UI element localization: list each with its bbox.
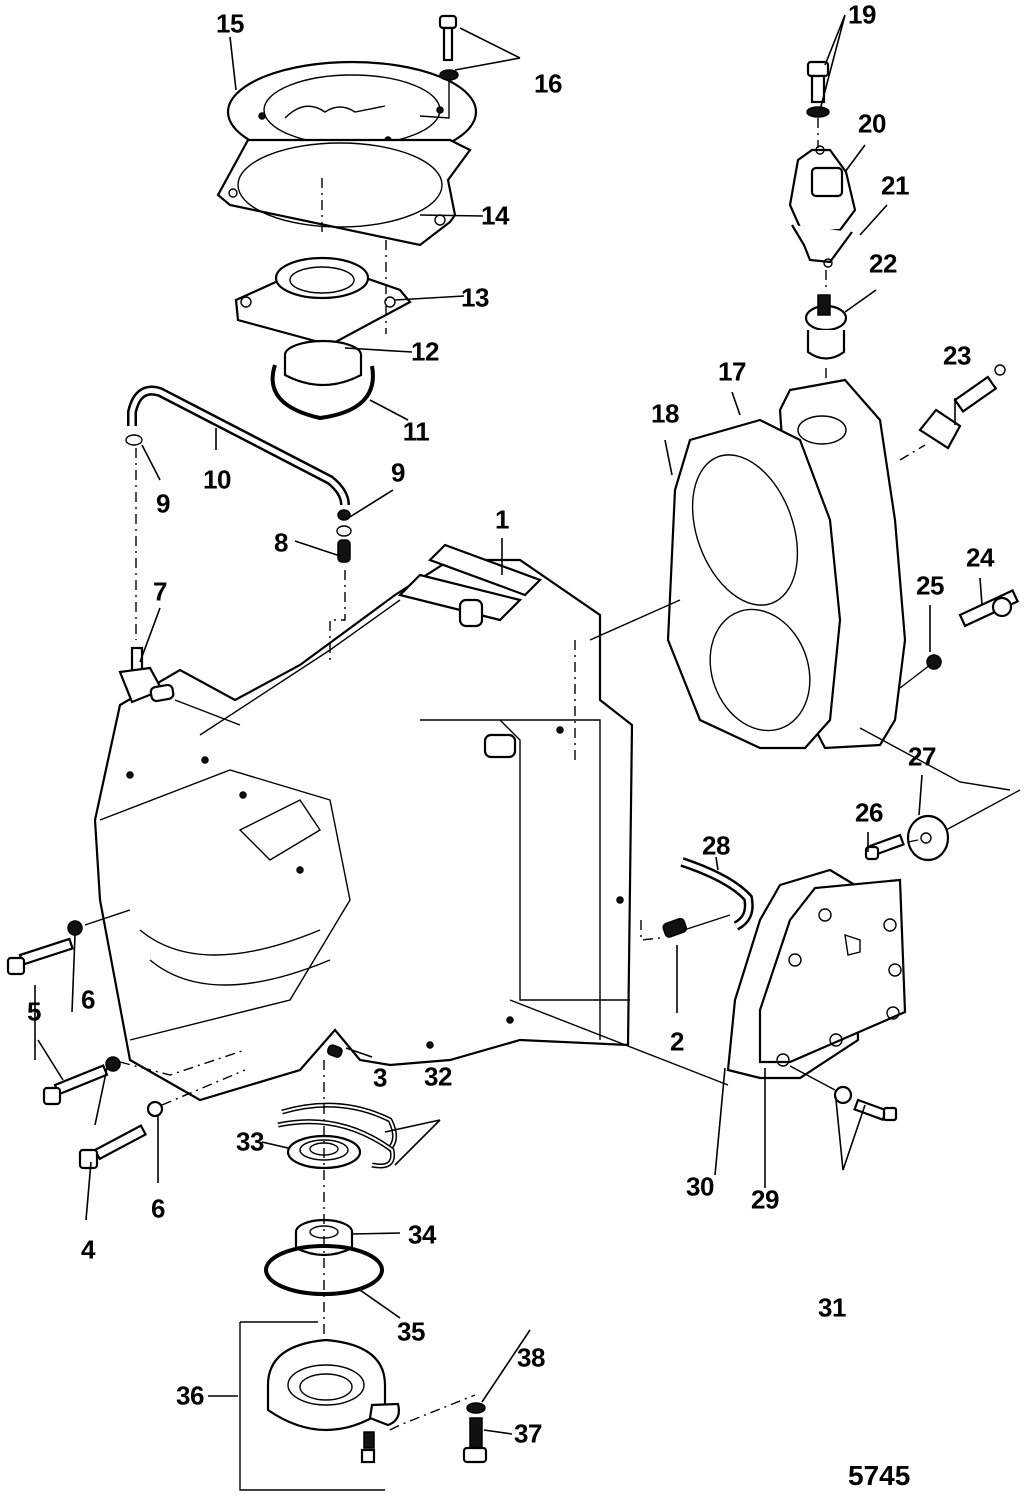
part-28-hose <box>680 857 754 931</box>
callout-38: 38 <box>517 1342 545 1373</box>
callout-4: 4 <box>81 1234 95 1265</box>
part-6-washer-lower <box>146 1100 164 1118</box>
callout-31: 31 <box>818 1292 846 1323</box>
part-38-washer <box>466 1402 486 1414</box>
callout-13: 13 <box>461 282 489 313</box>
callout-5-upper: 5 <box>27 996 41 1027</box>
part-1-cylinder-block <box>93 543 634 1102</box>
part-36-housing <box>266 1338 400 1464</box>
callout-28: 28 <box>702 830 730 861</box>
callout-35: 35 <box>397 1316 425 1347</box>
part-12-seal <box>283 339 363 387</box>
part-9-clamp-right <box>336 509 352 537</box>
part-32-shims <box>277 1102 397 1169</box>
part-5-bolt-upper <box>6 937 74 976</box>
part-3-pin <box>326 1044 343 1058</box>
callout-19: 19 <box>848 0 876 30</box>
callout-9-left: 9 <box>156 488 170 519</box>
callout-36: 36 <box>176 1380 204 1411</box>
callout-33: 33 <box>236 1126 264 1157</box>
callout-6-lower: 6 <box>151 1193 165 1224</box>
callout-12: 12 <box>411 336 439 367</box>
part-9-clamp-left <box>125 434 143 446</box>
callout-37: 37 <box>514 1418 542 1449</box>
callout-27: 27 <box>908 741 936 772</box>
callout-18: 18 <box>651 398 679 429</box>
part-16-bolt-washer <box>419 14 459 119</box>
callout-10: 10 <box>203 464 231 495</box>
callout-17: 17 <box>718 356 746 387</box>
callout-2: 2 <box>670 1026 684 1057</box>
part-23-temp-sensor <box>899 364 1006 461</box>
part-29-30-cover-gasket <box>726 868 907 1080</box>
callout-15: 15 <box>216 8 244 39</box>
part-24-bolt <box>958 589 1020 628</box>
callout-22: 22 <box>869 248 897 279</box>
part-14-gasket <box>216 138 472 247</box>
callout-23: 23 <box>943 340 971 371</box>
part-26-bolt <box>864 833 905 861</box>
part-18-head-gasket <box>666 418 842 750</box>
part-2-fitting <box>640 914 731 941</box>
callout-7: 7 <box>153 576 167 607</box>
part-25-washer <box>926 654 942 670</box>
part-6-washer-mid <box>105 1056 121 1072</box>
callout-24: 24 <box>966 542 994 573</box>
callout-8: 8 <box>274 527 288 558</box>
callout-14: 14 <box>481 200 509 231</box>
part-13-housing <box>234 256 412 347</box>
callout-11: 11 <box>402 416 430 447</box>
callout-25: 25 <box>916 570 944 601</box>
callout-26: 26 <box>855 797 883 828</box>
part-22-thermostat <box>804 294 848 360</box>
callout-6-upper: 6 <box>81 984 95 1015</box>
callout-3: 3 <box>373 1062 387 1093</box>
callout-34: 34 <box>408 1219 436 1250</box>
figure-number: 5745 <box>848 1460 911 1491</box>
callout-16: 16 <box>534 68 562 99</box>
part-37-bolt <box>462 1417 488 1464</box>
callout-9-right: 9 <box>391 457 405 488</box>
part-7-elbow-fitting <box>118 646 175 704</box>
part-5-bolt-lower <box>42 1064 109 1106</box>
callout-20: 20 <box>858 108 886 139</box>
part-8-fitting <box>337 539 351 563</box>
callout-29: 29 <box>751 1184 779 1215</box>
part-27-grommet <box>906 814 950 862</box>
leader-lines <box>34 14 983 1435</box>
part-21-gasket <box>791 224 853 268</box>
part-6-washer-upper <box>67 920 83 936</box>
part-11-o-ring <box>270 364 375 421</box>
callout-21: 21 <box>881 170 909 201</box>
part-31-bolt-washer <box>833 1085 898 1122</box>
part-10-hose <box>127 385 350 506</box>
callout-30: 30 <box>686 1171 714 1202</box>
callout-32: 32 <box>424 1061 452 1092</box>
part-19-bolt-washer <box>806 60 830 118</box>
part-4-bolt <box>78 1124 148 1170</box>
part-20-thermostat-cover <box>788 145 857 234</box>
callout-1: 1 <box>495 504 509 535</box>
